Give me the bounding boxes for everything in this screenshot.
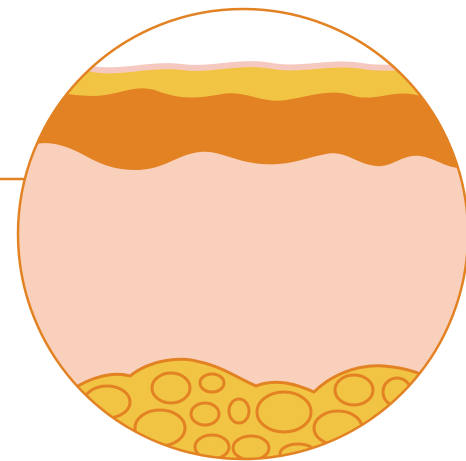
fat-cell: [87, 430, 115, 450]
fat-cell: [393, 423, 417, 441]
